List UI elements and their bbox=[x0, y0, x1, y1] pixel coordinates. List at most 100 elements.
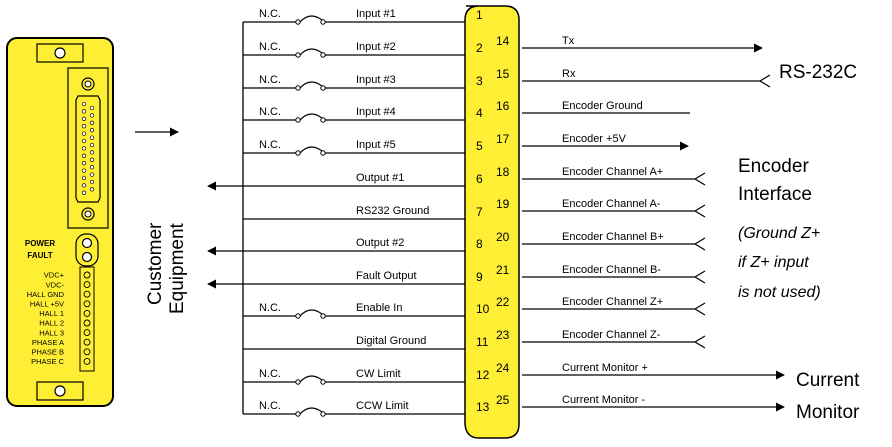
db25-connector-shell bbox=[464, 5, 520, 439]
signal-label: Encoder Ground bbox=[562, 100, 643, 112]
encoder-note-line1: (Ground Z+ bbox=[738, 225, 820, 242]
dsub-pin-dot bbox=[81, 153, 87, 158]
dsub-pin-dot bbox=[89, 187, 95, 192]
ground-label: RS232 Ground bbox=[356, 205, 429, 217]
dsub-pin-dot bbox=[81, 101, 87, 107]
encoder-note-line2: if Z+ input bbox=[738, 254, 809, 271]
dsub-pin-dot bbox=[89, 135, 95, 140]
ground-label: Digital Ground bbox=[356, 335, 426, 347]
current-label-line1: Current bbox=[796, 370, 860, 391]
nc-switch-icon bbox=[299, 15, 323, 23]
nc-switch-icon bbox=[299, 309, 323, 317]
input-label: CW Limit bbox=[356, 368, 401, 380]
nc-label: N.C. bbox=[259, 8, 281, 20]
signal-label: Encoder Channel A- bbox=[562, 198, 661, 210]
nc-label: N.C. bbox=[259, 106, 281, 118]
nc-label: N.C. bbox=[259, 41, 281, 53]
dsub-pin-dot bbox=[89, 142, 95, 148]
nc-switch-icon bbox=[299, 146, 323, 154]
terminal-screw-icon bbox=[83, 338, 91, 346]
dsub-pin-dot bbox=[89, 128, 95, 133]
dsub-pin-dot bbox=[89, 165, 95, 170]
dsub-shell-icon bbox=[75, 95, 101, 203]
input-label: Enable In bbox=[356, 302, 402, 314]
bottom-mount-hole-icon bbox=[54, 385, 66, 397]
pin-number: 11 bbox=[476, 335, 489, 349]
pin-number: 13 bbox=[476, 400, 490, 414]
terminal-label: PHASE B bbox=[31, 348, 64, 357]
pin-number: 9 bbox=[476, 270, 483, 284]
pin-number: 3 bbox=[476, 74, 483, 88]
terminal-label: PHASE A bbox=[32, 338, 64, 347]
switch-contact-icon bbox=[295, 379, 301, 385]
pin-number: 7 bbox=[476, 205, 483, 219]
switch-contact-icon bbox=[320, 411, 326, 417]
pin-number: 8 bbox=[476, 237, 483, 251]
switch-contact-icon bbox=[320, 85, 326, 91]
current-label-line2: Monitor bbox=[796, 402, 860, 423]
pin-number: 14 bbox=[496, 34, 510, 48]
dsub-pin-dot bbox=[81, 183, 87, 188]
input-label: Input #2 bbox=[356, 41, 396, 53]
encoder-label-line1: Encoder bbox=[738, 156, 809, 177]
pin-number: 4 bbox=[476, 106, 483, 120]
led-housing bbox=[75, 233, 99, 267]
dsub-pin-dot bbox=[81, 175, 87, 181]
pin-number: 2 bbox=[476, 41, 483, 55]
pin-number: 24 bbox=[496, 361, 510, 375]
terminal-screw-icon bbox=[83, 357, 91, 365]
signal-label: Encoder Channel B+ bbox=[562, 231, 664, 243]
signal-label: Tx bbox=[562, 35, 575, 47]
led-label-fault: FAULT bbox=[27, 251, 52, 260]
pin-number: 1 bbox=[476, 8, 483, 22]
dsub-screw-bottom-inner bbox=[84, 210, 92, 218]
pin-number: 12 bbox=[476, 368, 490, 382]
nc-switch-icon bbox=[299, 407, 323, 415]
nc-label: N.C. bbox=[259, 400, 281, 412]
switch-contact-icon bbox=[295, 19, 301, 25]
terminal-label: HALL 1 bbox=[39, 309, 64, 318]
dsub-pin-dot bbox=[81, 116, 87, 121]
terminal-label: HALL +5V bbox=[30, 300, 64, 309]
signal-label: Encoder Channel B- bbox=[562, 264, 661, 276]
switch-contact-icon bbox=[295, 85, 301, 91]
dsub-pin-dot bbox=[89, 150, 95, 155]
pin-label-group: 1234567891011121314151617181920212223242… bbox=[476, 8, 510, 414]
nc-switch-icon bbox=[299, 48, 323, 56]
pin-number: 10 bbox=[476, 302, 490, 316]
switch-contact-icon bbox=[295, 52, 301, 58]
pin-number: 16 bbox=[496, 99, 510, 113]
dsub-pin-dot bbox=[81, 131, 87, 136]
dsub-pin-dot bbox=[89, 172, 95, 177]
switch-contact-icon bbox=[295, 150, 301, 156]
dsub-pin-dot bbox=[89, 157, 95, 162]
nc-label: N.C. bbox=[259, 302, 281, 314]
terminal-label: HALL 3 bbox=[39, 328, 64, 337]
nc-switch-icon bbox=[299, 375, 323, 383]
terminal-screw-icon bbox=[83, 290, 91, 298]
led-label-power: POWER bbox=[25, 239, 55, 248]
dsub-screw-top-inner bbox=[84, 80, 92, 88]
dsub-pin-dot bbox=[81, 168, 87, 173]
dsub-pin-dot bbox=[89, 179, 95, 185]
signal-label: Encoder Channel A+ bbox=[562, 166, 663, 178]
switch-contact-icon bbox=[320, 379, 326, 385]
top-mount-hole-icon bbox=[54, 47, 66, 59]
dsub-pin-dot bbox=[81, 109, 87, 114]
pin-number: 25 bbox=[496, 393, 510, 407]
dsub-pin-dot bbox=[89, 105, 95, 111]
pin-number: 17 bbox=[496, 132, 510, 146]
open-end-icon bbox=[693, 204, 706, 218]
nc-label: N.C. bbox=[259, 139, 281, 151]
encoder-note-line3: is not used) bbox=[738, 284, 821, 301]
pin-number: 15 bbox=[496, 67, 510, 81]
nc-label: N.C. bbox=[259, 368, 281, 380]
pin-number: 6 bbox=[476, 172, 483, 186]
dsub-pin-dot bbox=[89, 113, 95, 118]
open-end-icon bbox=[758, 74, 771, 88]
open-end-icon bbox=[693, 302, 706, 316]
customer-label: Customer bbox=[145, 222, 166, 305]
output-label: Output #1 bbox=[356, 172, 404, 184]
